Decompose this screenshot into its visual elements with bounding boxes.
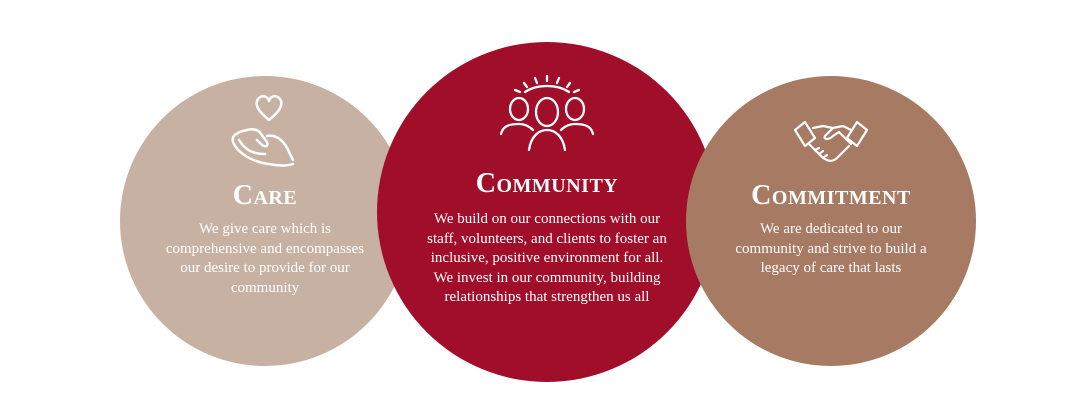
hand-holding-heart-icon: [231, 94, 295, 167]
care-circle: Care We give care which is comprehensive…: [120, 76, 410, 366]
care-text: We give care which is comprehensive and …: [165, 221, 365, 296]
commitment-circle: Commitment We are dedicated to our commu…: [686, 76, 976, 366]
commitment-title: Commitment: [751, 180, 911, 211]
community-circle: Community We build on our connections wi…: [377, 42, 717, 382]
community-title: Community: [475, 168, 619, 199]
commitment-text: We are dedicated to our community and st…: [735, 221, 927, 276]
care-title: Care: [232, 180, 298, 211]
community-text: We build on our connections with our sta…: [427, 211, 667, 305]
handshake-icon: [793, 120, 869, 162]
people-group-icon: [499, 74, 595, 152]
